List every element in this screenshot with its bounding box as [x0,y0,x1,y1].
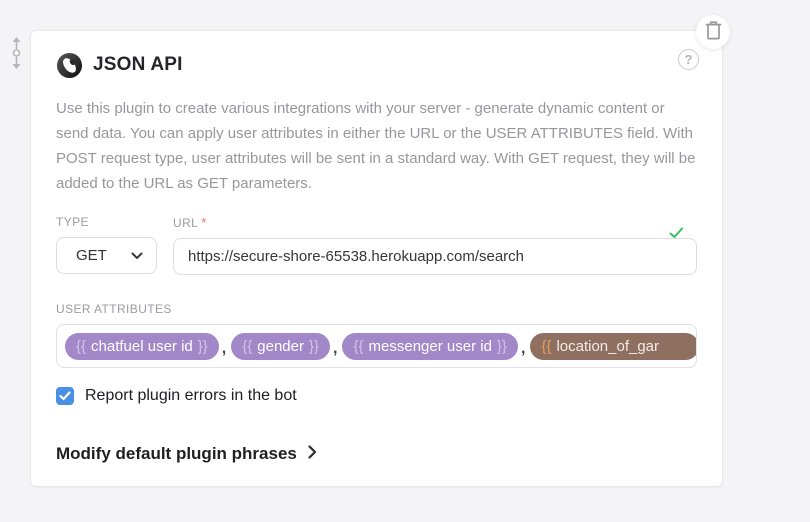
brace-open: {{ [541,337,552,355]
brace-close: }} [197,337,208,355]
attribute-name: chatfuel user id [91,337,193,355]
modify-phrases-label: Modify default plugin phrases [56,444,297,463]
url-label-text: URL [173,216,199,230]
attribute-separator: , [333,340,338,357]
attribute-separator: , [520,340,526,357]
report-errors-checkbox[interactable] [56,387,74,405]
delete-plugin-button[interactable] [696,15,730,49]
user-attributes-section: USER ATTRIBUTES {{chatfuel user id}} , {… [56,302,697,368]
brace-close: }} [309,337,320,355]
attribute-name: messenger user id [368,337,492,355]
type-field-label: TYPE [56,215,89,229]
vertical-move-icon [10,36,23,75]
plugin-title: JSON API [93,54,183,75]
chevron-right-icon [308,444,317,464]
attribute-name: gender [257,337,304,355]
attribute-name: location_of_gar [556,337,660,355]
attribute-separator: , [221,340,227,357]
attribute-pill[interactable]: {{gender}} [231,332,331,360]
brace-open: {{ [353,337,364,355]
help-icon[interactable]: ? [678,49,699,70]
brace-close: }} [496,337,507,355]
json-api-plugin-card: ? JSON API Use this plugin to create var… [30,15,730,487]
json-logo-icon [56,52,83,79]
chevron-down-icon [131,247,143,264]
required-asterisk: * [201,215,207,230]
plugin-header: JSON API [56,51,697,79]
user-attributes-label: USER ATTRIBUTES [56,302,172,316]
trash-icon [705,21,722,43]
url-field-label: URL* [173,215,697,230]
attribute-pill[interactable]: {{messenger user id}} [342,332,518,360]
brace-open: {{ [242,337,253,355]
modify-phrases-link[interactable]: Modify default plugin phrases [56,444,317,464]
attribute-pill[interactable]: {{chatfuel user id}} [65,332,219,360]
type-field: TYPE GET [56,215,157,275]
request-type-value: GET [76,247,107,264]
drag-reorder-handle[interactable] [8,36,24,75]
attribute-pill-truncated[interactable]: {{location_of_gar [530,332,696,360]
brace-open: {{ [76,337,87,355]
plugin-description: Use this plugin to create various integr… [56,100,696,192]
report-errors-label[interactable]: Report plugin errors in the bot [85,387,297,404]
request-config-row: TYPE GET URL* [56,215,697,275]
request-type-select[interactable]: GET [56,237,157,274]
url-field: URL* [173,215,697,275]
user-attributes-input[interactable]: {{chatfuel user id}} , {{gender}} , {{me… [56,324,697,368]
url-input[interactable] [173,238,697,275]
report-errors-row: Report plugin errors in the bot [56,387,697,405]
